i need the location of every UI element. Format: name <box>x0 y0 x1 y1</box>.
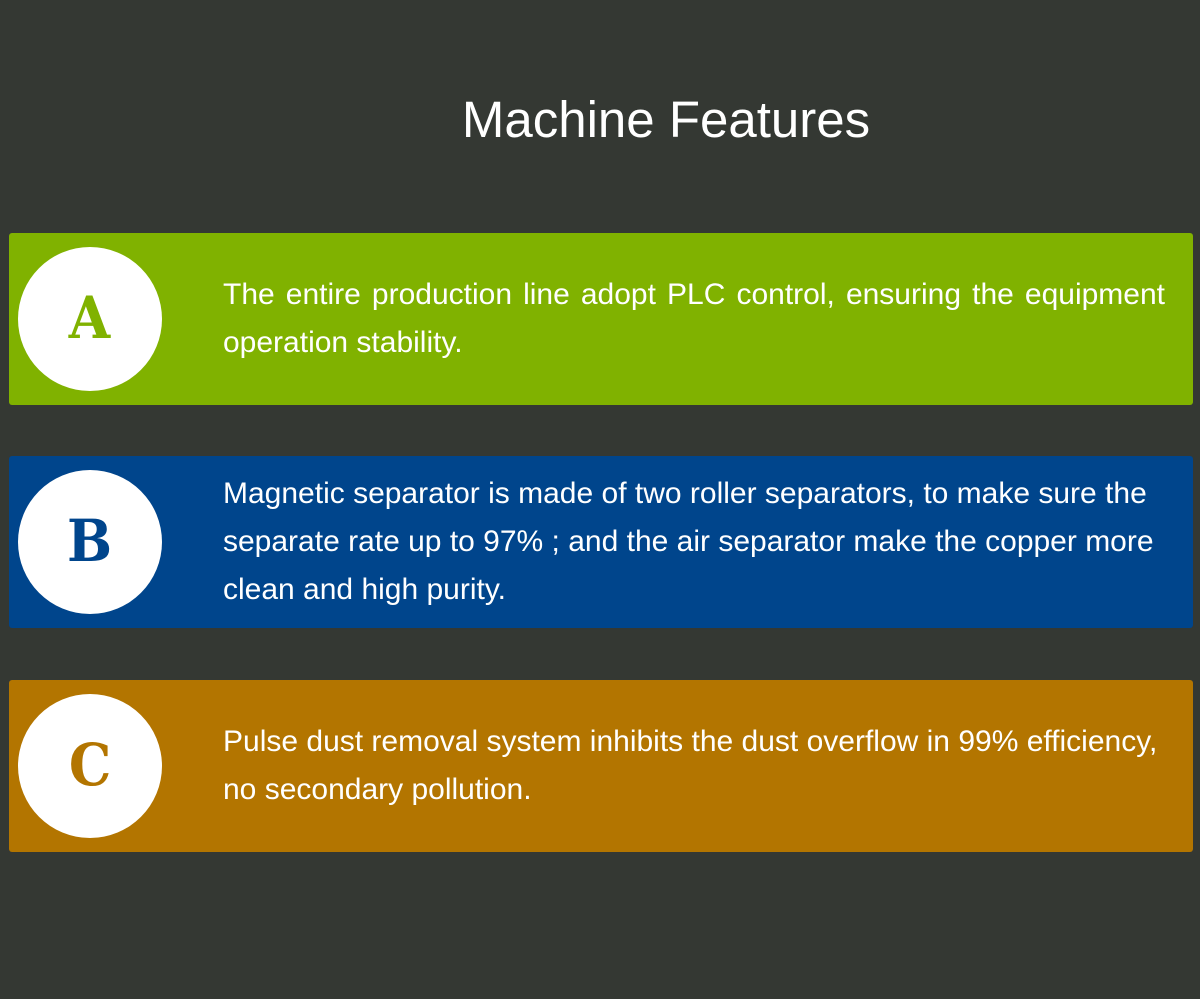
feature-text-a: The entire production line adopt PLC con… <box>223 233 1165 405</box>
header: Machine Features <box>0 0 1200 200</box>
badge-letter-a: A <box>69 284 111 352</box>
feature-description-c: Pulse dust removal system inhibits the d… <box>223 725 1158 806</box>
feature-text-c: Pulse dust removal system inhibits the d… <box>223 680 1165 852</box>
page-title: Machine Features <box>461 91 871 148</box>
badge-c: C <box>18 694 162 838</box>
feature-description-b: Magnetic separator is made of two roller… <box>223 477 1154 606</box>
feature-description-a: The entire production line adopt PLC con… <box>223 278 1165 359</box>
feature-card-c: C Pulse dust removal system inhibits the… <box>9 680 1193 852</box>
feature-card-b: B Magnetic separator is made of two roll… <box>9 456 1193 628</box>
feature-text-b: Magnetic separator is made of two roller… <box>223 456 1165 628</box>
badge-letter-c: C <box>68 731 112 799</box>
badge-b: B <box>18 470 162 614</box>
badge-letter-b: B <box>67 507 113 575</box>
feature-card-a: A The entire production line adopt PLC c… <box>9 233 1193 405</box>
badge-a: A <box>18 247 162 391</box>
